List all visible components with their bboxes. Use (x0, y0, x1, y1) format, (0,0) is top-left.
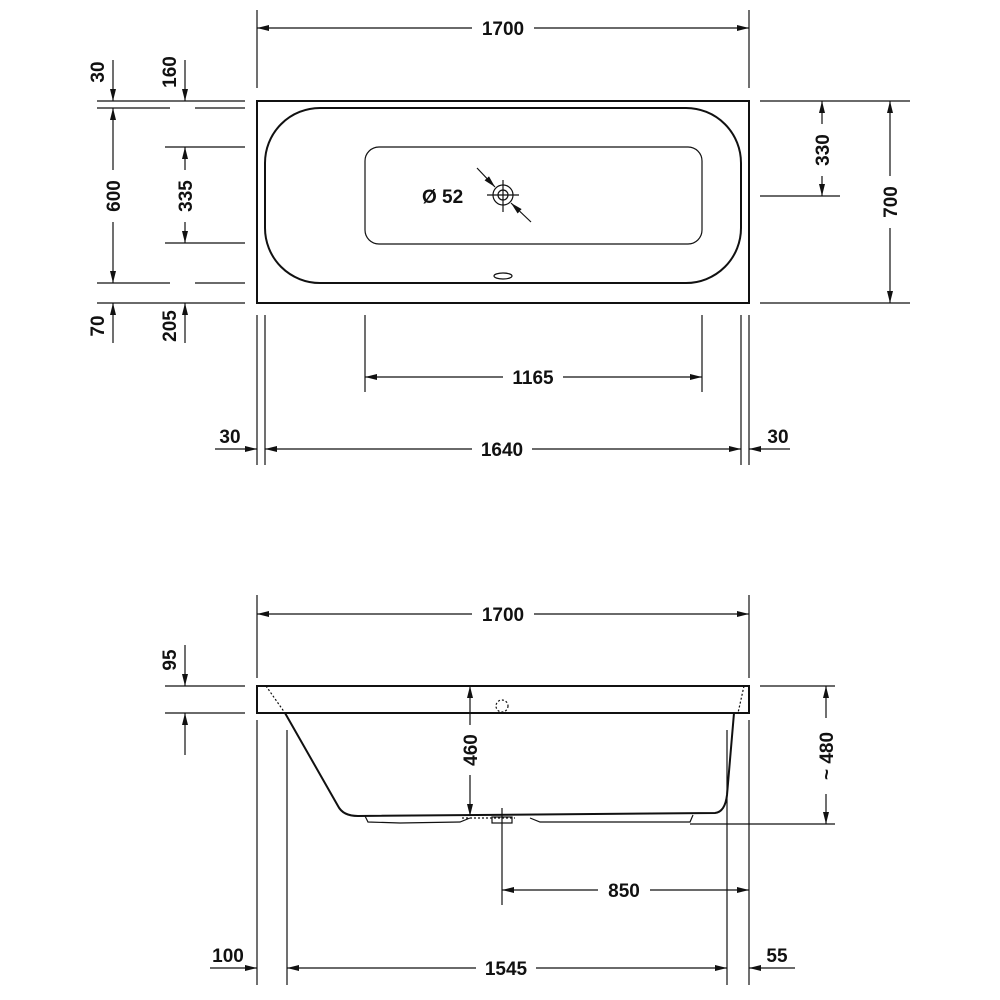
dim-rim-right: 30 (767, 427, 788, 448)
drain-icon (476, 167, 532, 223)
dim-overall-length-side: 1700 (482, 605, 524, 626)
dim-inner-depth: 460 (461, 734, 482, 766)
side-view: 1700 95 460 ~ 480 850 (160, 595, 838, 985)
top-view: Ø 52 1700 30 160 600 335 70 205 (88, 10, 910, 465)
dim-rim-bottom: 70 (88, 315, 109, 336)
dim-drain-zone: 335 (176, 180, 197, 212)
dim-rim-top: 30 (88, 61, 109, 82)
tub-rim-side (256, 685, 750, 714)
tub-outline-top (256, 100, 750, 304)
dim-rim-height: 95 (160, 649, 181, 671)
dim-overall-height: ~ 480 (817, 732, 838, 780)
dim-inner-length: 1640 (481, 440, 523, 461)
dim-overall-length-top: 1700 (482, 19, 524, 40)
dim-drain-to-end: 850 (608, 881, 640, 902)
dim-inner-offset-bottom: 205 (160, 310, 181, 342)
dim-offset-left: 100 (212, 946, 244, 967)
dim-overall-width: 700 (881, 186, 902, 218)
dim-floor-length: 1165 (512, 368, 554, 389)
tub-body-side (284, 712, 735, 818)
dim-rim-left: 30 (219, 427, 240, 448)
tub-basin-top (264, 107, 742, 284)
tub-floor-area (364, 146, 703, 245)
overflow-icon (493, 272, 513, 280)
dim-inner-width: 600 (104, 180, 125, 212)
dim-inner-offset-top: 160 (160, 56, 181, 88)
dim-base-length: 1545 (485, 959, 528, 980)
drain-diameter-label: Ø 52 (422, 187, 463, 208)
overflow-icon (495, 699, 509, 713)
dim-offset-right: 55 (766, 946, 788, 967)
dim-drain-center-offset: 330 (813, 134, 834, 166)
